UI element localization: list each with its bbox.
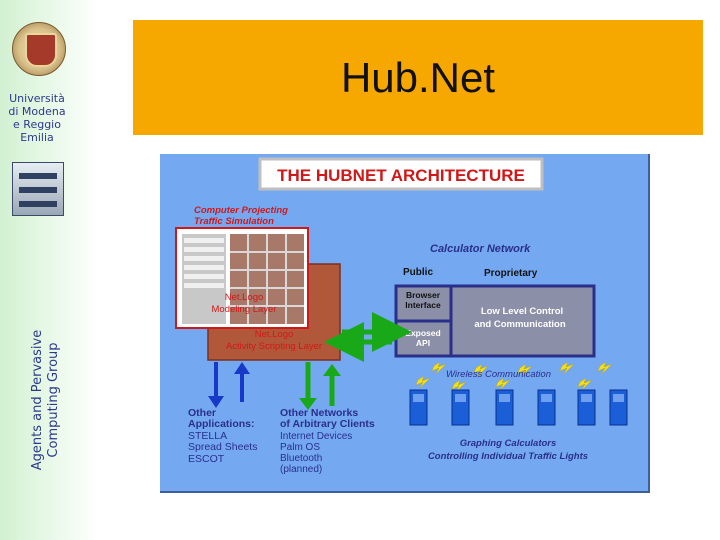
other-apps-label: Other (188, 407, 216, 419)
sidebar: Università di Modena e Reggio Emilia Age… (0, 0, 100, 540)
wireless-label: Wireless Communication (446, 369, 551, 380)
other-networks-label: of Arbitrary Clients (280, 418, 375, 430)
wireless-lightning (415, 361, 613, 393)
other-apps-item: STELLA (188, 430, 227, 442)
graphing-calculators (409, 389, 628, 426)
exposed-api-label: API (416, 338, 430, 348)
calculator-screens (413, 394, 624, 402)
group-line: Agents and Pervasive (30, 329, 45, 471)
netlogo-modeling-label: Modeling Layer (212, 304, 277, 315)
university-line: e Reggio (13, 118, 61, 131)
building-crest-logo (12, 162, 64, 216)
university-line: Università (9, 92, 65, 105)
netlogo-scripting-label: Net.Logo (255, 329, 294, 340)
low-level-label: Low Level Control (481, 306, 563, 317)
calculator-network-label: Calculator Network (430, 243, 531, 255)
university-line: Emilia (20, 131, 54, 144)
hubnet-architecture-diagram: THE HUBNET ARCHITECTURE Computer Project… (160, 154, 650, 493)
group-line: Computing Group (46, 342, 61, 458)
graphing-label: Graphing Calculators (460, 438, 557, 449)
projector-label: Traffic Simulation (194, 216, 274, 227)
university-seal-logo (12, 22, 66, 76)
heading-box (258, 157, 544, 191)
other-networks-label: Other Networks (280, 407, 358, 419)
other-apps-item: ESCOT (188, 453, 225, 465)
browser-interface-label: Browser (406, 290, 441, 300)
slide-title: Hub.Net (340, 54, 496, 101)
projector-label: Computer Projecting (194, 205, 288, 216)
title-banner: Hub.Net (133, 20, 703, 135)
other-apps-label: Applications: (188, 418, 255, 430)
group-name: Agents and Pervasive Computing Group (30, 310, 76, 490)
other-apps-item: Spread Sheets (188, 441, 257, 453)
low-level-label: and Communication (474, 319, 566, 330)
other-networks-item: Internet Devices (280, 431, 352, 442)
browser-interface-label: Interface (405, 300, 441, 310)
netlogo-scripting-label: Activity Scripting Layer (226, 341, 322, 352)
exposed-api-label: Exposed (405, 328, 440, 338)
other-networks-item: Bluetooth (280, 453, 322, 464)
other-networks-note: (planned) (280, 464, 322, 475)
public-label: Public (403, 267, 433, 278)
other-networks-item: Palm OS (280, 442, 320, 453)
university-name: Università di Modena e Reggio Emilia (0, 92, 74, 144)
netlogo-modeling-label: Net.Logo (225, 292, 264, 303)
graphing-label: Controlling Individual Traffic Lights (428, 451, 588, 462)
diagram-heading: THE HUBNET ARCHITECTURE (277, 166, 525, 185)
university-line: di Modena (8, 105, 66, 118)
diagram-canvas: THE HUBNET ARCHITECTURE Computer Project… (175, 157, 628, 475)
proprietary-label: Proprietary (484, 268, 538, 279)
